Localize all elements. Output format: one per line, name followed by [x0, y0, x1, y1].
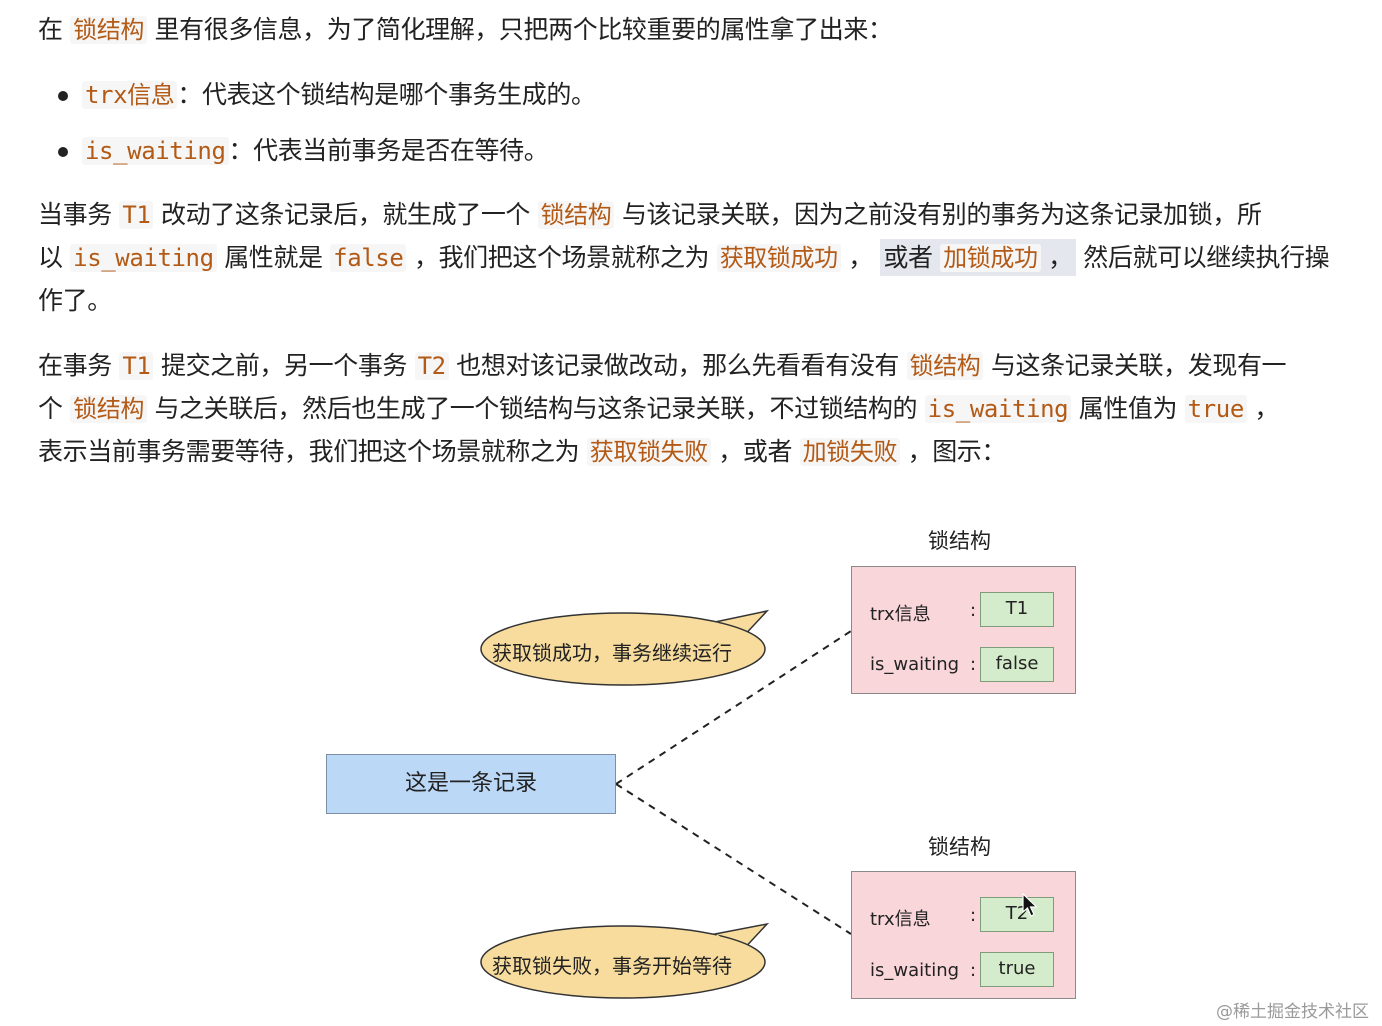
field-colon: :: [970, 905, 977, 926]
paragraph-1-line-1: 当事务 T1 改动了这条记录后，就生成了一个 锁结构 与该记录关联，因为之前没有…: [38, 200, 1262, 229]
speech-bubble-top: [480, 609, 770, 686]
inline-code-lock-structure: 锁结构: [70, 395, 147, 423]
record-box: 这是一条记录: [326, 754, 616, 814]
bullet-dot: [58, 147, 68, 157]
inline-code-t1: T1: [119, 201, 154, 229]
bullet-dot: [58, 91, 68, 101]
inline-code-is-waiting: is_waiting: [70, 244, 217, 272]
mouse-cursor-icon: [1022, 893, 1038, 917]
inline-code-lock-add-fail: 加锁失败: [799, 438, 901, 466]
lock-structure-bottom: trx信息 : T2 is_waiting : true: [851, 871, 1076, 999]
inline-code-t1: T1: [119, 352, 154, 380]
inline-code-is-waiting: is_waiting: [924, 395, 1072, 423]
list-item: is_waiting：代表当前事务是否在等待。: [82, 129, 549, 173]
field-colon: :: [970, 654, 977, 675]
paragraph-1-line-3: 作了。: [38, 286, 112, 315]
inline-code-lock-structure: 锁结构: [906, 352, 984, 380]
inline-code-trx-info: trx信息: [82, 81, 178, 109]
field-colon: :: [970, 600, 977, 621]
field-value-is-waiting: true: [980, 952, 1054, 987]
field-name-trx: trx信息: [870, 909, 931, 930]
field-name-is-waiting: is_waiting: [870, 960, 960, 981]
connector-bottom: [615, 783, 852, 935]
bubble-text-success: 获取锁成功，事务继续运行: [492, 641, 732, 665]
field-colon: :: [970, 960, 977, 981]
inline-code-t2: T2: [414, 352, 449, 380]
field-name-trx: trx信息: [870, 604, 931, 625]
inline-code-lock-success: 获取锁成功: [716, 244, 841, 272]
intro-paragraph: 在 锁结构 里有很多信息，为了简化理解，只把两个比较重要的属性拿了出来：: [38, 15, 893, 44]
paragraph-2-line-1: 在事务 T1 提交之前，另一个事务 T2 也想对该记录做改动，那么先看看有没有 …: [38, 351, 1287, 380]
field-value-trx: T1: [980, 592, 1054, 627]
lock-structure-title-top: 锁结构: [928, 529, 991, 553]
inline-code-lock-structure: 锁结构: [70, 16, 147, 44]
bubble-text-fail: 获取锁失败，事务开始等待: [492, 954, 732, 978]
speech-bubble-bottom: [480, 922, 770, 999]
inline-code-true: true: [1184, 395, 1247, 423]
lock-structure-title-bottom: 锁结构: [928, 835, 991, 859]
inline-code-lock-structure: 锁结构: [537, 201, 615, 229]
field-name-is-waiting: is_waiting: [870, 654, 960, 675]
inline-code-lock-added: 加锁成功: [940, 244, 1041, 272]
field-value-is-waiting: false: [980, 647, 1054, 682]
list-item: trx信息：代表这个锁结构是哪个事务生成的。: [82, 73, 596, 117]
inline-code-false: false: [330, 244, 407, 272]
watermark: @稀土掘金技术社区: [1216, 1002, 1369, 1022]
text-selection-highlight: 或者 加锁成功 ，: [880, 239, 1076, 276]
paragraph-2-line-2: 个 锁结构 与之关联后，然后也生成了一个锁结构与这条记录关联，不过锁结构的 is…: [38, 394, 1280, 423]
inline-code-is-waiting: is_waiting: [82, 137, 229, 165]
inline-code-lock-fail: 获取锁失败: [586, 438, 711, 466]
paragraph-2-line-3: 表示当前事务需要等待，我们把这个场景就称之为 获取锁失败 ，或者 加锁失败 ，图…: [38, 437, 1007, 466]
paragraph-1-line-2: 以 is_waiting 属性就是 false ，我们把这个场景就称之为 获取锁…: [38, 236, 1363, 280]
field-value-trx: T2: [980, 897, 1054, 932]
lock-structure-top: trx信息 : T1 is_waiting : false: [851, 566, 1076, 694]
